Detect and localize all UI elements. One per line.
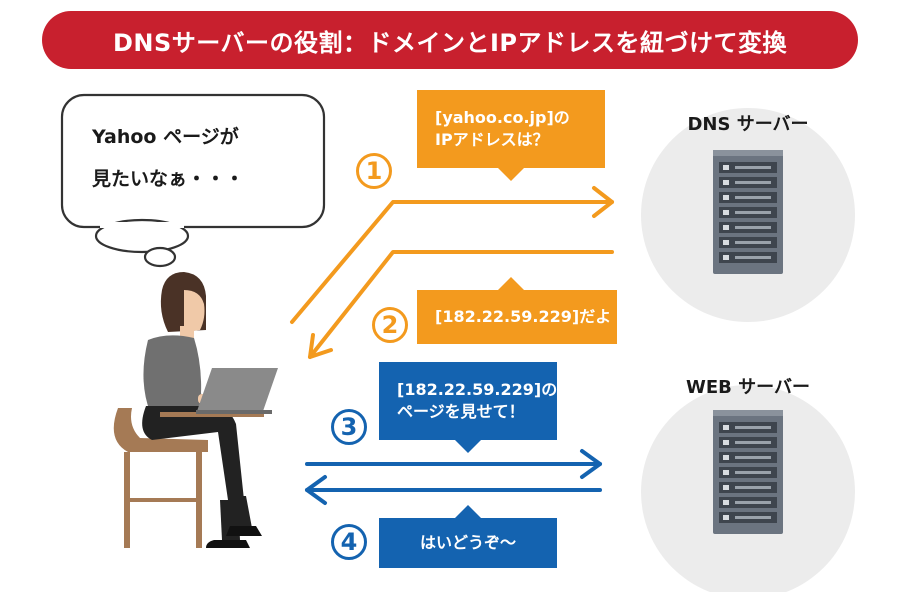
- step-2-line-1: [182.22.59.229]だよ: [435, 307, 612, 326]
- web-response-arrow: [305, 475, 602, 505]
- page-title: DNSサーバーの役割：ドメインとIPアドレスを紐づけて変換: [112, 28, 788, 57]
- dns-server-label: DNS サーバー: [687, 114, 809, 135]
- step-4-callout: はいどうぞ〜: [379, 518, 557, 568]
- step-4-line-1: はいどうぞ〜: [419, 533, 516, 552]
- step-3-line-2: ページを見せて！: [397, 402, 525, 421]
- web-server-icon: [713, 410, 783, 534]
- step-1-line-2: IPアドレスは？: [435, 130, 549, 149]
- dns-request-arrow: [290, 186, 614, 324]
- step-1-number: 1: [356, 153, 392, 189]
- web-server-label: WEB サーバー: [686, 377, 810, 398]
- person-with-laptop-illustration: [113, 272, 278, 548]
- step-2-callout: [182.22.59.229]だよ: [417, 290, 617, 344]
- callout-2-pointer: [498, 277, 524, 290]
- thought-line-1: Yahoo ページが: [92, 126, 239, 148]
- title-banner: DNSサーバーの役割：ドメインとIPアドレスを紐づけて変換: [42, 11, 858, 69]
- thought-line-2: 見たいなぁ・・・: [92, 168, 245, 190]
- step-1-line-1: [yahoo.co.jp]の: [435, 108, 570, 127]
- callout-4-pointer: [455, 505, 481, 518]
- thought-bubble: [60, 93, 326, 268]
- dns-server-icon: [713, 150, 783, 274]
- step-1-callout: [yahoo.co.jp]の IPアドレスは？: [417, 90, 605, 168]
- web-request-arrow: [305, 449, 602, 479]
- step-3-callout: [182.22.59.229]の ページを見せて！: [379, 362, 557, 440]
- step-2-number: 2: [372, 307, 408, 343]
- dns-response-arrow: [308, 250, 614, 359]
- callout-1-pointer: [498, 168, 524, 181]
- step-3-number: 3: [331, 409, 367, 445]
- callout-3-pointer: [455, 440, 481, 453]
- step-3-line-1: [182.22.59.229]の: [397, 380, 558, 399]
- thought-bubble-text: Yahoo ページが 見たいなぁ・・・: [92, 116, 292, 200]
- step-4-number: 4: [331, 524, 367, 560]
